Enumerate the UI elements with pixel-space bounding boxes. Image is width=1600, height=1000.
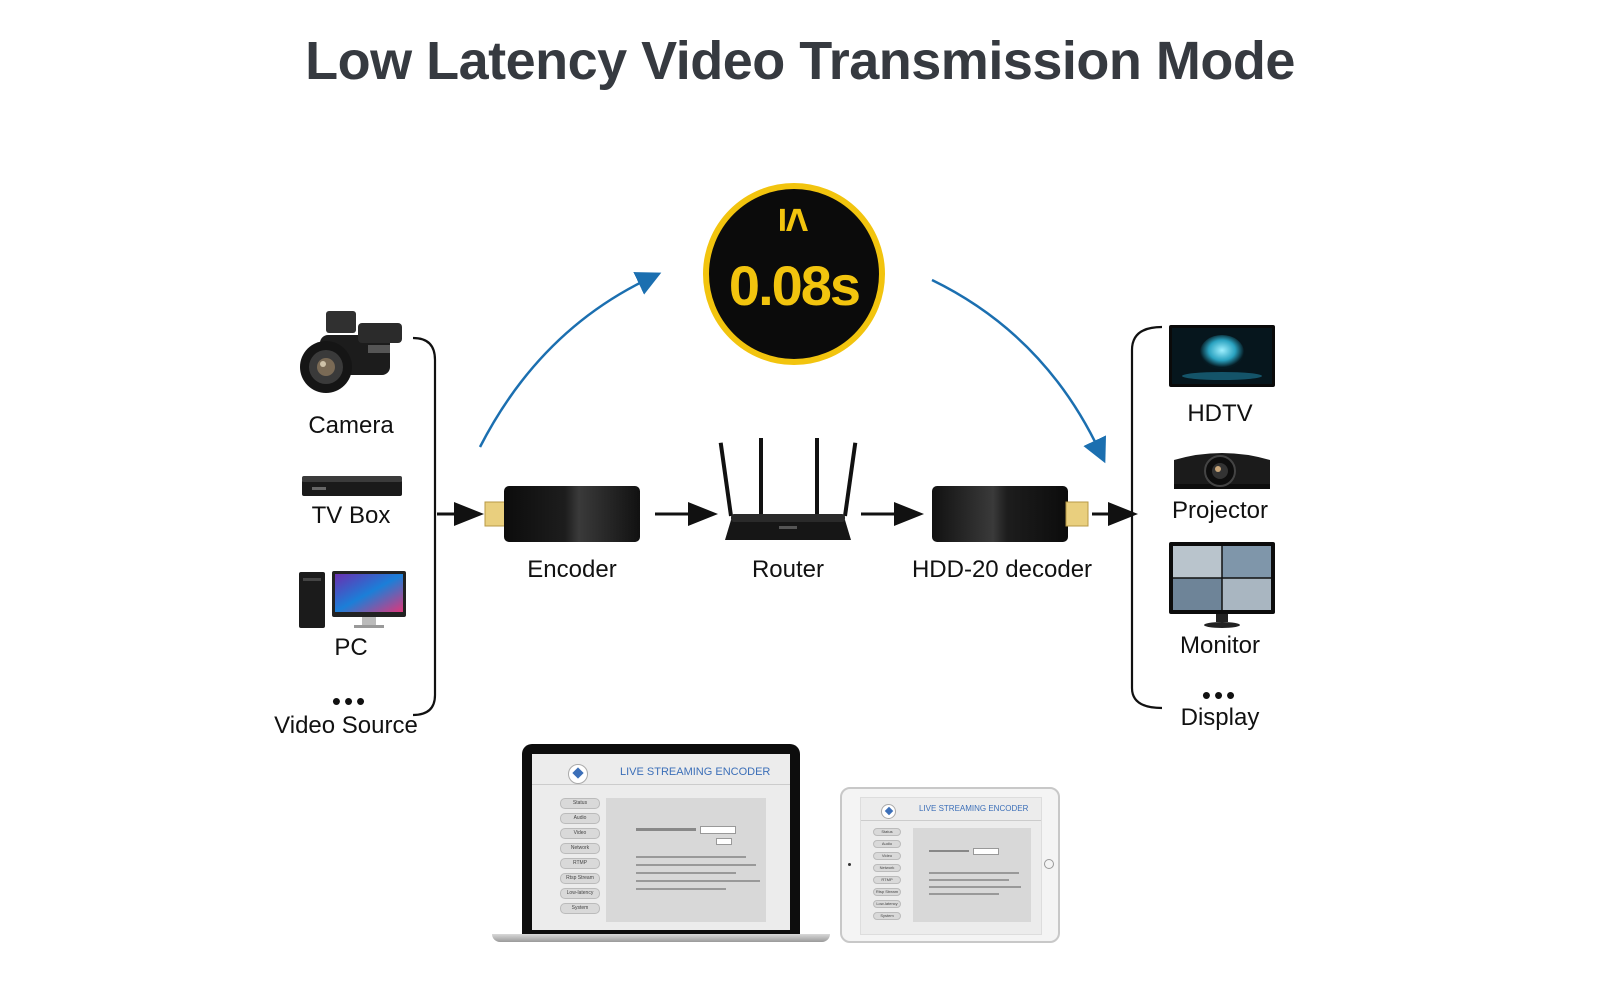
chain-label-router: Router <box>728 556 848 584</box>
laptop-screen: LIVE STREAMING ENCODER Status Audio Vide… <box>532 754 790 930</box>
download-curve-arrow <box>932 280 1100 452</box>
laptop-menu-system[interactable]: System <box>560 903 600 914</box>
encoder-icon <box>484 484 644 546</box>
laptop-menu-audio[interactable]: Audio <box>560 813 600 824</box>
laptop-content-panel <box>606 798 766 922</box>
source-bracket <box>413 338 435 715</box>
source-label-camera: Camera <box>291 412 411 440</box>
laptop-menu-status[interactable]: Status <box>560 798 600 809</box>
tablet-menu-network[interactable]: Network <box>873 864 901 872</box>
hdtv-icon <box>1168 324 1276 390</box>
monitor-icon <box>1168 541 1276 631</box>
laptop-menu-low-latency[interactable]: Low-latency <box>560 888 600 899</box>
source-label-pc: PC <box>291 634 411 662</box>
tablet-content-panel <box>913 828 1031 922</box>
pc-icon <box>298 570 408 630</box>
laptop-base <box>492 934 830 942</box>
decoder-icon <box>930 484 1090 546</box>
laptop-menu-network[interactable]: Network <box>560 843 600 854</box>
tablet-logo-icon <box>881 804 896 819</box>
laptop-ui-header: LIVE STREAMING ENCODER <box>620 766 770 778</box>
tablet-menu-rtsp[interactable]: Rtsp Stream <box>873 888 901 896</box>
projector-icon <box>1170 446 1274 492</box>
source-label-tv-box: TV Box <box>291 502 411 530</box>
router-icon <box>723 436 853 546</box>
laptop-menu-video[interactable]: Video <box>560 828 600 839</box>
tablet-home-button[interactable] <box>1044 859 1054 869</box>
more-sources-dots: ••• <box>290 696 410 706</box>
display-bracket <box>1132 327 1162 708</box>
tablet-ui-header: LIVE STREAMING ENCODER <box>919 804 1028 813</box>
more-displays-dots: ••• <box>1160 690 1280 700</box>
tv-box-icon <box>300 472 404 498</box>
tablet-menu-status[interactable]: Status <box>873 828 901 836</box>
video-source-label: Video Source <box>266 712 426 740</box>
display-label-hdtv: HDTV <box>1160 400 1280 428</box>
tablet-menu-rtmp[interactable]: RTMP <box>873 876 901 884</box>
laptop-device: LIVE STREAMING ENCODER Status Audio Vide… <box>522 744 800 936</box>
chain-label-encoder: Encoder <box>512 556 632 584</box>
chain-label-decoder: HDD-20 decoder <box>900 556 1104 584</box>
tablet-menu-video[interactable]: Video <box>873 852 901 860</box>
tablet-device: LIVE STREAMING ENCODER Status Audio Vide… <box>840 787 1060 943</box>
display-label-projector: Projector <box>1160 497 1280 525</box>
display-label-monitor: Monitor <box>1160 632 1280 660</box>
upload-curve-arrow <box>480 278 650 447</box>
tablet-screen: LIVE STREAMING ENCODER Status Audio Vide… <box>860 797 1042 935</box>
laptop-logo-icon <box>568 764 588 784</box>
tablet-menu-system[interactable]: System <box>873 912 901 920</box>
camcorder-icon <box>298 305 408 395</box>
tablet-menu-low-latency[interactable]: Low-latency <box>873 900 901 908</box>
laptop-menu-rtmp[interactable]: RTMP <box>560 858 600 869</box>
laptop-menu-rtsp[interactable]: Rtsp Stream <box>560 873 600 884</box>
display-group-label: Display <box>1160 704 1280 732</box>
tablet-menu-audio[interactable]: Audio <box>873 840 901 848</box>
